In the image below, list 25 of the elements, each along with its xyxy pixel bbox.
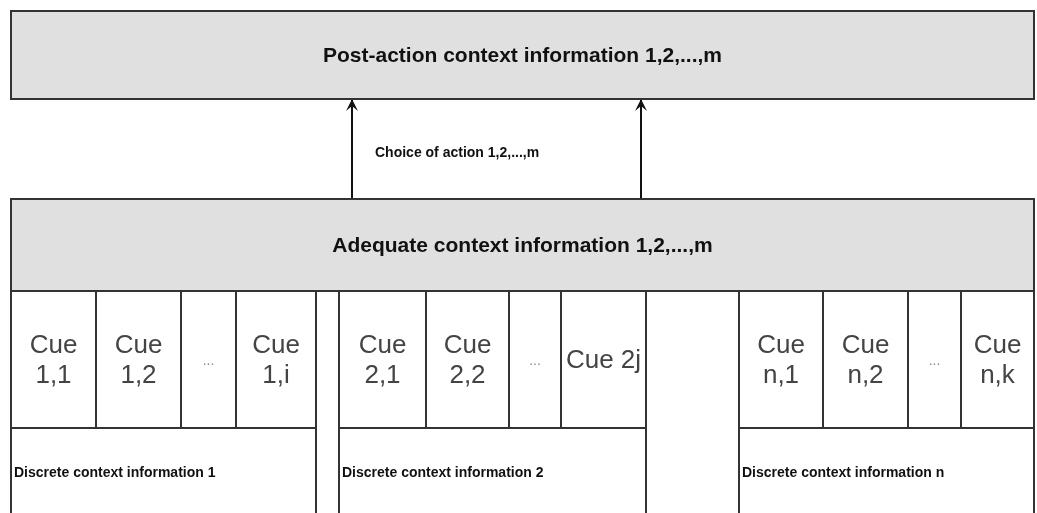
node-text: Cue n,k: [972, 329, 1023, 390]
node-text: Cue 1,1: [28, 329, 79, 390]
node-text: Discrete context information n: [741, 464, 946, 480]
discrete-info-box: [738, 427, 1035, 513]
node-text: Post-action context information 1,2,...,m: [321, 43, 724, 67]
node-text: Discrete context information 2: [341, 464, 545, 480]
annotation-text: Choice of action 1,2,...,m: [375, 144, 540, 160]
node-text: Cue n,2: [840, 329, 891, 390]
arrow: [635, 99, 647, 199]
arrow: [346, 99, 358, 199]
discrete-info-box: [10, 427, 317, 513]
node-text: Adequate context information 1,2,...,m: [331, 233, 714, 257]
node-text: Cue 2,2: [442, 329, 493, 390]
node-text: Cue 2j: [564, 344, 643, 375]
node-text: Cue 1,2: [113, 329, 164, 390]
node-text: Discrete context information 1: [13, 464, 217, 480]
node-text: Cue 2,1: [357, 329, 408, 390]
node-text: ...: [528, 351, 542, 368]
node-text: ...: [927, 351, 942, 368]
node-text: Cue n,1: [756, 329, 806, 390]
context-band: [10, 198, 1035, 292]
node-text: Cue 1,i: [251, 329, 301, 390]
discrete-info-box: [338, 427, 647, 513]
context-band: [10, 10, 1035, 100]
node-text: ...: [201, 351, 216, 368]
